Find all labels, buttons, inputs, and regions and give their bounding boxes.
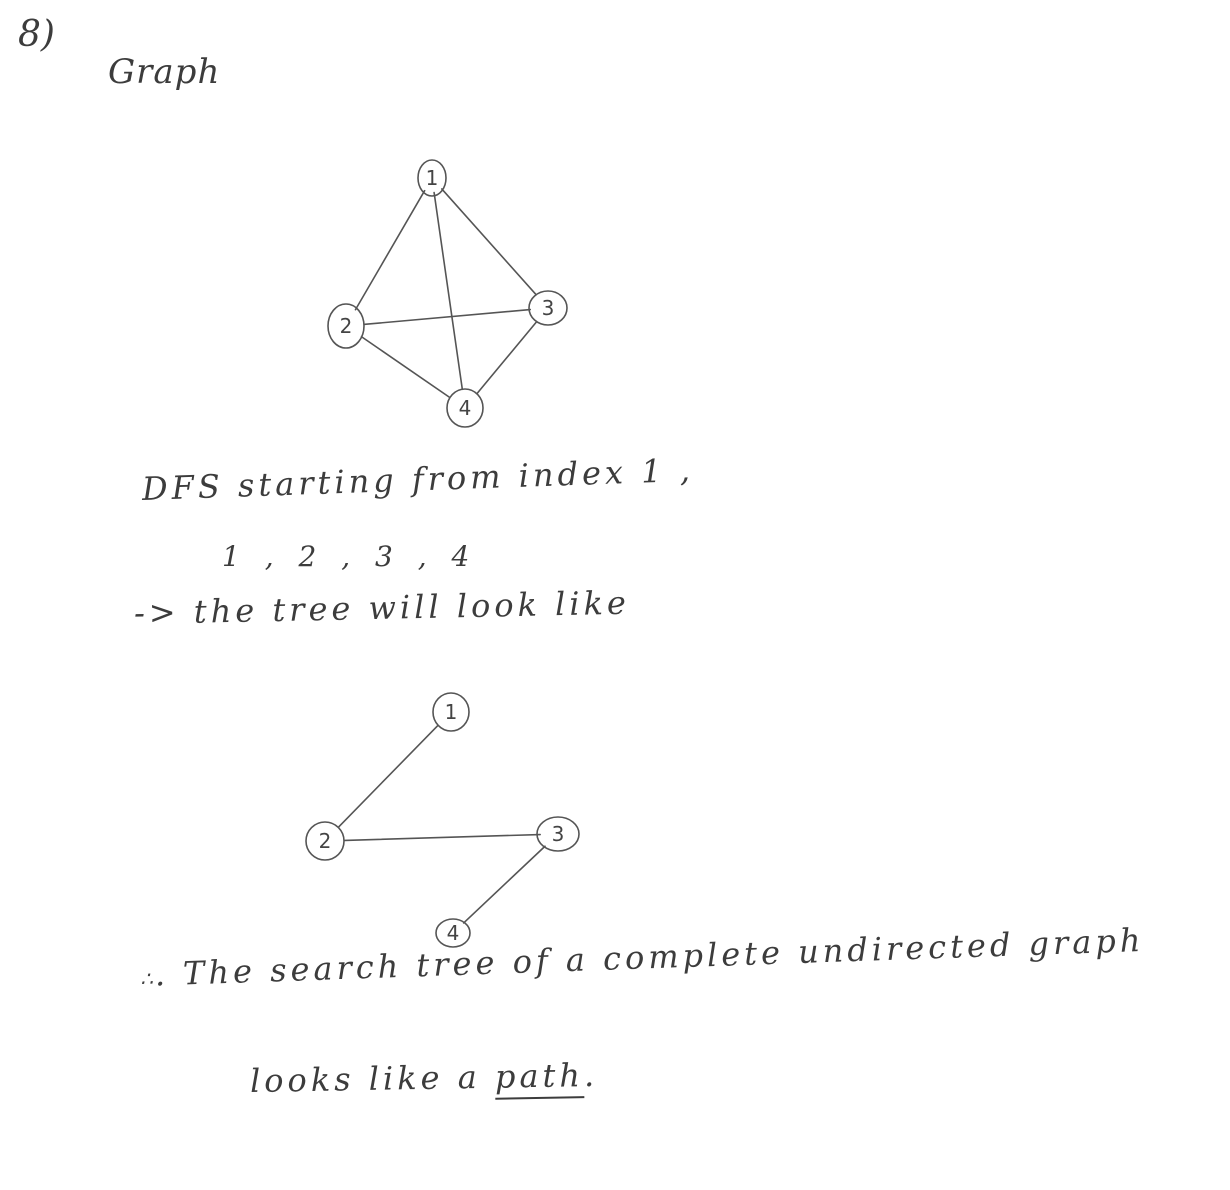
graph-node-2 [327, 303, 365, 349]
underlined-word-path: path [494, 1056, 585, 1096]
graph-edge-1-3 [440, 188, 537, 296]
graph-node-label-4: 4 [459, 396, 472, 420]
conclusion-prefix: looks like a [249, 1057, 496, 1100]
tree-node-2 [305, 821, 345, 861]
tree-node-4 [435, 918, 471, 948]
complete-graph: 1 2 3 4 [327, 159, 568, 428]
graph-edge-1-2 [354, 189, 426, 311]
graph-node-label-3: 3 [542, 296, 555, 320]
tree-node-1 [432, 692, 470, 732]
tree-node-label-1: 1 [445, 700, 458, 724]
graph-edge-2-3 [364, 308, 532, 326]
graph-edge-1-4 [433, 191, 464, 391]
graph-node-3 [528, 290, 568, 326]
graph-heading: Graph [108, 52, 221, 92]
dfs-search-tree: 1 2 3 4 [305, 692, 580, 948]
question-number: 8) [18, 14, 55, 55]
tree-node-label-4: 4 [447, 921, 460, 945]
therefore-symbol: ∴ [139, 966, 156, 991]
tree-node-label-2: 2 [319, 829, 332, 853]
graph-edge-2-4 [360, 335, 451, 399]
tree-edge-3-4 [462, 845, 546, 924]
graph-node-label-1: 1 [426, 166, 439, 190]
graph-node-1 [417, 159, 447, 197]
tree-node-label-3: 3 [552, 822, 565, 846]
graph-node-label-2: 2 [340, 314, 353, 338]
visit-order: 1 , 2 , 3 , 4 [222, 540, 478, 573]
tree-node-3 [536, 816, 580, 852]
tree-edge-2-3 [344, 833, 541, 842]
graph-edge-3-4 [476, 320, 538, 395]
conclusion-line-2: looks like a path. [250, 1056, 599, 1100]
graph-node-4 [446, 388, 484, 428]
conclusion-suffix: . [583, 1055, 599, 1095]
tree-edge-1-2 [338, 724, 439, 828]
